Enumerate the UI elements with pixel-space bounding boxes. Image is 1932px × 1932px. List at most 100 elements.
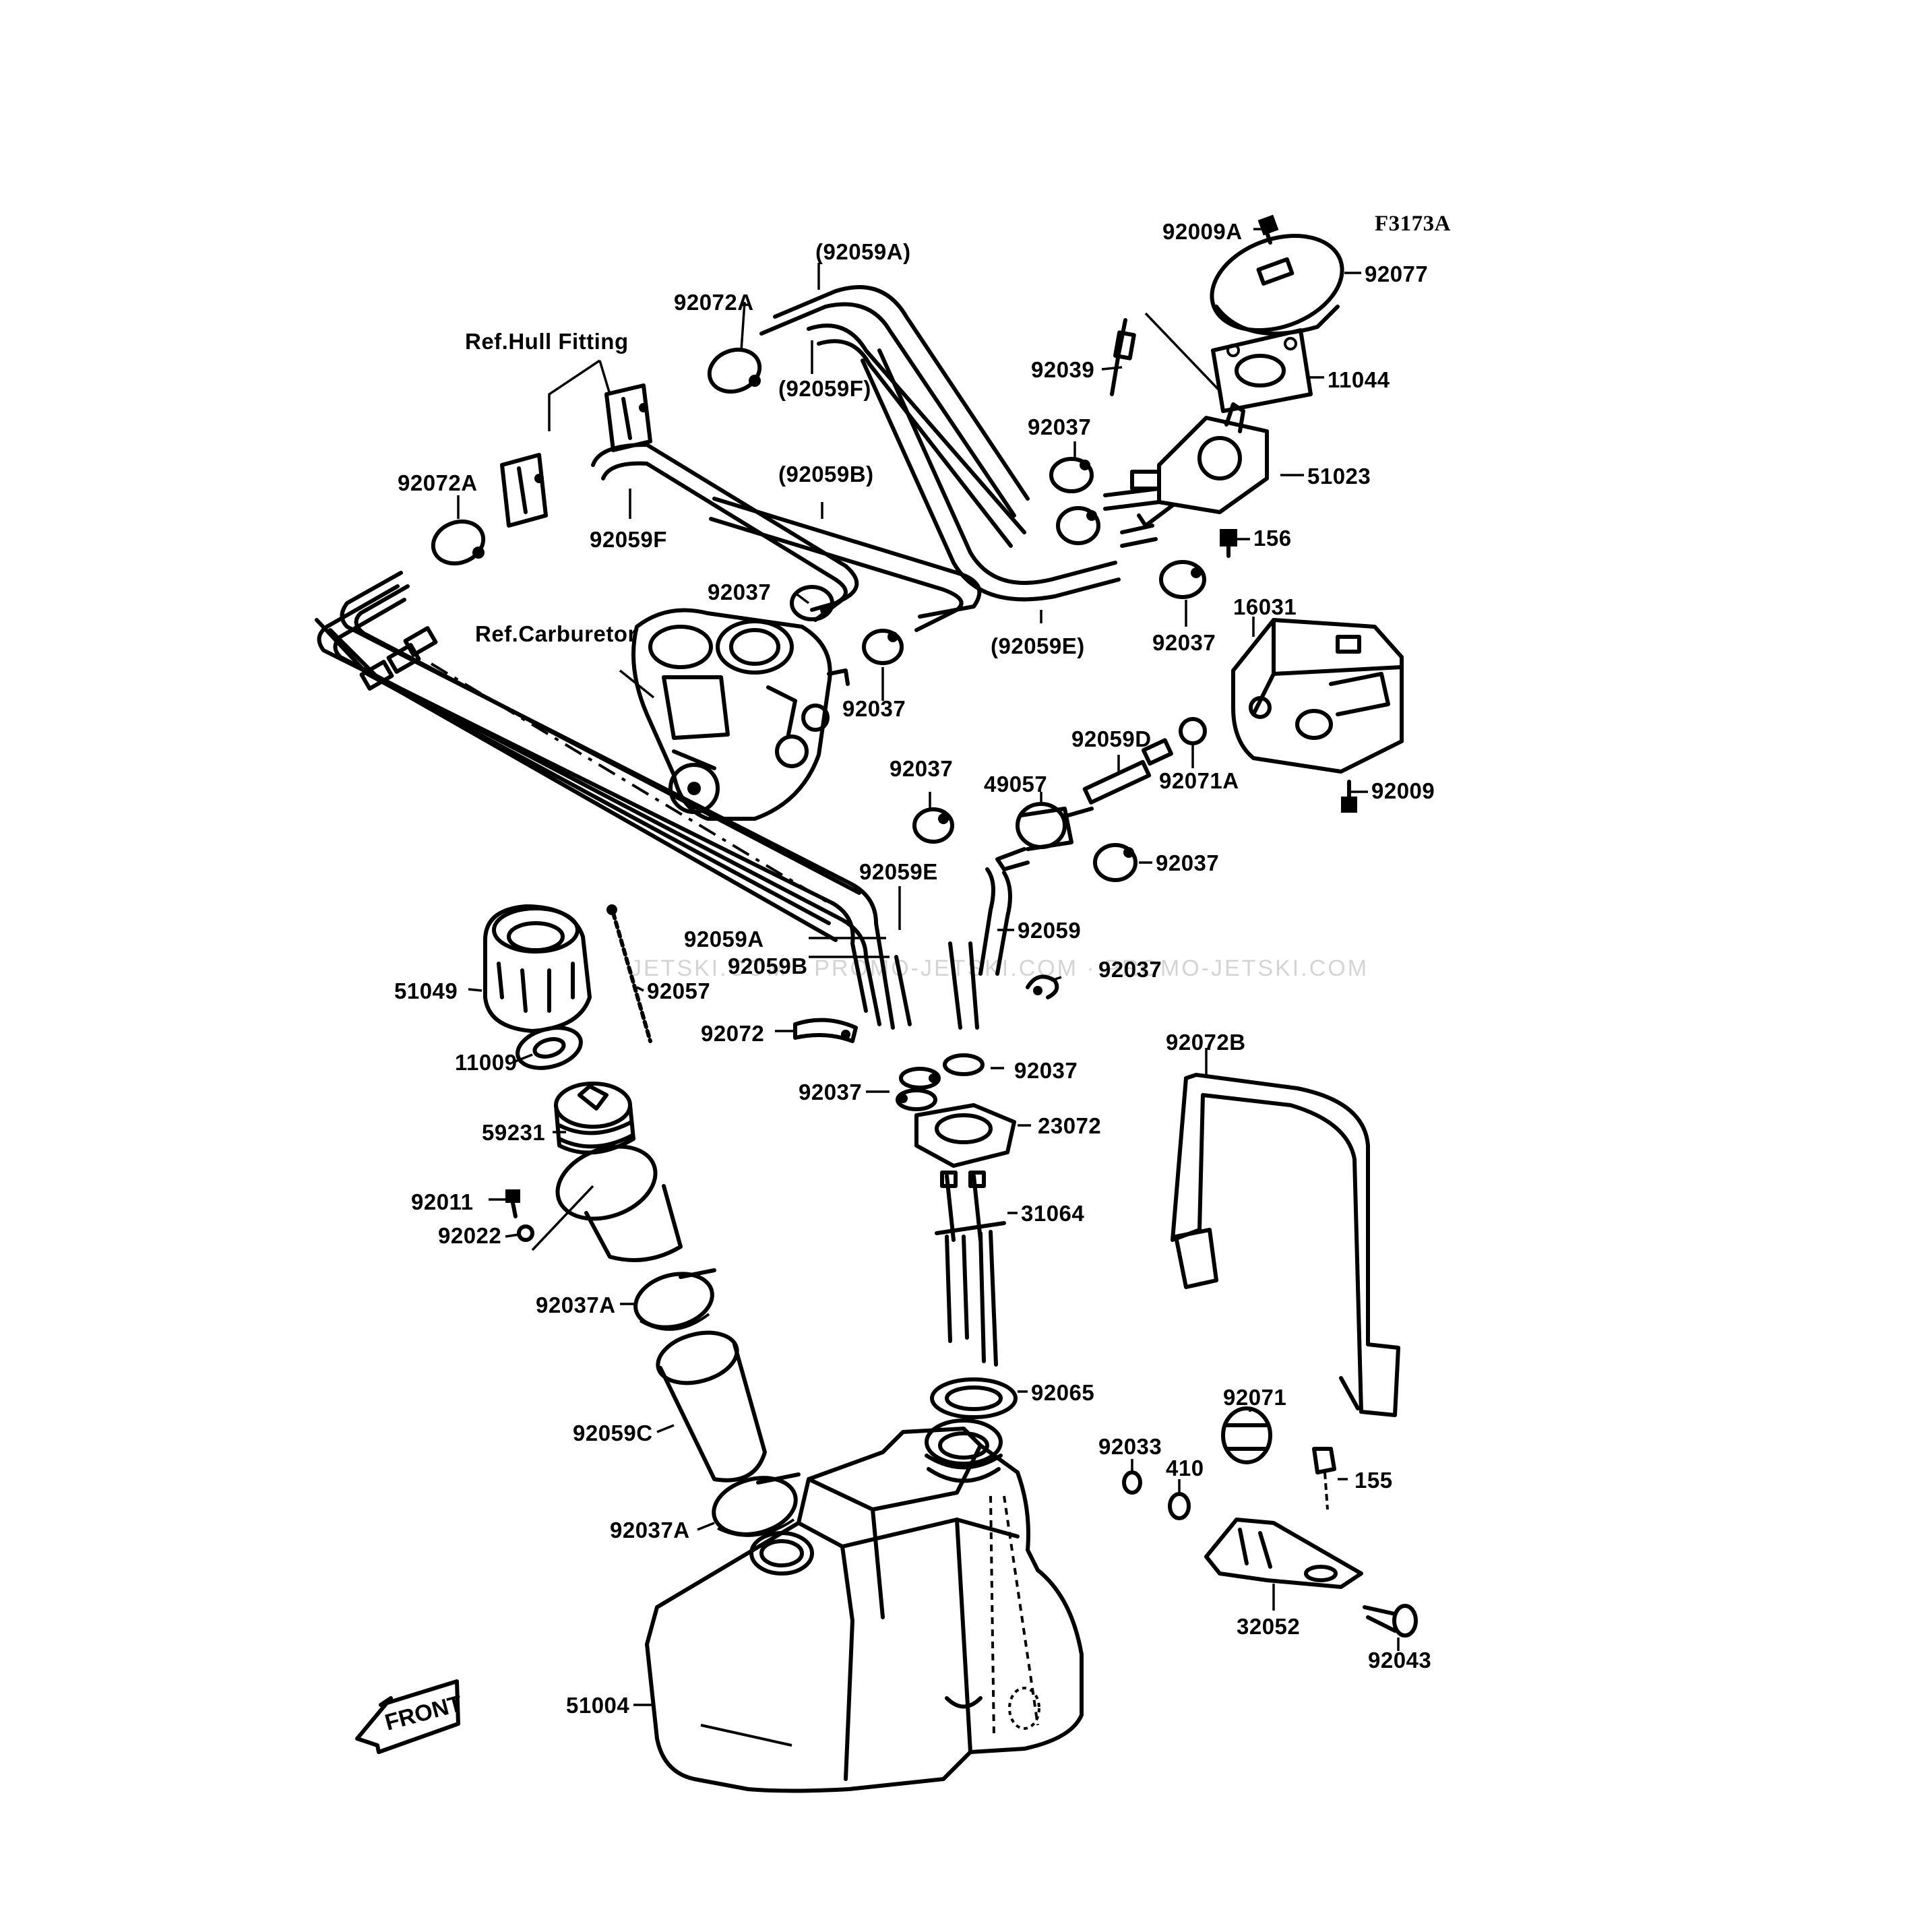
clamp-92072A-left	[431, 519, 486, 566]
clamp-92037-c	[1159, 560, 1206, 599]
label-92059B-paren: (92059B)	[778, 462, 874, 487]
clamp-92072	[793, 1018, 858, 1043]
filler-neck-59231	[554, 1082, 683, 1262]
pipe-92059D	[1082, 738, 1173, 805]
cover-16031	[1231, 618, 1404, 774]
clamp-92037-e	[862, 629, 904, 665]
label-92022: 92022	[438, 1223, 501, 1248]
clamp-92037A-upper	[633, 1268, 716, 1331]
label-51004: 51004	[566, 1693, 629, 1718]
bracket-32052	[1204, 1518, 1363, 1589]
label-11009: 11009	[455, 1050, 517, 1075]
label-92037-c: 92037	[708, 580, 771, 604]
label-92033: 92033	[1098, 1434, 1162, 1459]
label-92011: 92011	[411, 1189, 473, 1214]
hull-fitting-left	[500, 453, 548, 528]
label-32052: 32052	[1237, 1614, 1300, 1639]
label-92039: 92039	[1031, 357, 1094, 382]
label-49057: 49057	[984, 772, 1047, 797]
hose-route-dashed	[430, 662, 830, 904]
label-410: 410	[1166, 1456, 1204, 1481]
label-ref-carburetor: Ref.Carburetor	[475, 621, 637, 646]
hose-92059E-upper	[861, 348, 1121, 602]
label-92009A: 92009A	[1162, 219, 1243, 244]
cover-plate-11044	[1211, 328, 1313, 413]
label-92059: 92059	[1018, 918, 1081, 943]
label-92059A-paren: (92059A)	[815, 239, 911, 264]
fuel-cock-knob-92077	[1210, 233, 1344, 336]
label-92072A-top: 92072A	[674, 290, 754, 315]
pickup-31064	[935, 1171, 1006, 1367]
clamp-92037-d	[790, 585, 834, 621]
hose-bundle-left-long	[315, 571, 895, 1030]
nut-92033	[1122, 1470, 1142, 1495]
leader-92022-to-neck	[531, 1185, 594, 1251]
hose-92059A-upper	[759, 285, 1030, 518]
hose-92059B-upper	[709, 497, 982, 632]
leader-ref-carb	[619, 669, 655, 699]
label-51023: 51023	[1307, 464, 1371, 489]
diagram-code: F3173A	[1375, 212, 1451, 236]
label-23072: 23072	[1038, 1113, 1101, 1138]
label-92037A-lower: 92037A	[610, 1518, 690, 1543]
clamp-92037-k	[896, 1088, 937, 1111]
hose-92059C	[656, 1330, 767, 1483]
label-92059F: 92059F	[590, 527, 667, 552]
hull-fitting-right	[604, 383, 652, 452]
label-92043: 92043	[1368, 1648, 1431, 1673]
clamp-92037-a	[1049, 457, 1094, 493]
label-92037A-upper: 92037A	[536, 1292, 616, 1317]
nut-23072	[914, 1103, 1016, 1168]
hose-92059-drop-lines	[894, 941, 979, 1030]
cap-92071A	[1179, 717, 1207, 745]
label-92037-a: 92037	[1028, 414, 1091, 439]
filler-cap-51049	[483, 904, 592, 1033]
screw-156	[1220, 529, 1237, 558]
fuel-tank-51004	[645, 1419, 1084, 1793]
screw-92009	[1341, 780, 1357, 813]
label-ref-hull-fitting: Ref.Hull Fitting	[465, 329, 629, 354]
fittings-valve-ports	[1103, 487, 1161, 548]
label-92059E-paren: (92059E)	[991, 633, 1085, 658]
label-92009: 92009	[1371, 778, 1435, 803]
label-92037-b: 92037	[1152, 630, 1216, 655]
label-92037-h: 92037	[1014, 1058, 1078, 1083]
strap-92072B	[1171, 1073, 1400, 1417]
gasket-11009	[516, 1026, 583, 1070]
label-11044: 11044	[1328, 367, 1390, 392]
label-155: 155	[1354, 1468, 1393, 1493]
washer-410	[1168, 1492, 1191, 1520]
label-31064: 31064	[1021, 1201, 1084, 1226]
label-92065: 92065	[1031, 1380, 1094, 1405]
label-92077: 92077	[1365, 261, 1428, 286]
label-92072: 92072	[701, 1021, 764, 1046]
gasket-92065	[930, 1377, 1018, 1419]
label-92059C: 92059C	[573, 1421, 653, 1445]
label-92059A: 92059A	[684, 927, 764, 952]
label-92059F-paren: (92059F)	[778, 376, 871, 401]
part-labels: 92009A 92077 (92059A) 92072A Ref.Hull Fi…	[394, 219, 1435, 1718]
label-92059E: 92059E	[859, 859, 938, 884]
washer-92022	[517, 1224, 534, 1242]
clamp-92037-j	[943, 1053, 985, 1076]
label-59231: 59231	[482, 1120, 545, 1145]
label-92071A: 92071A	[1159, 768, 1239, 793]
label-92037-g: 92037	[1098, 957, 1162, 982]
grommet-92071	[1221, 1406, 1272, 1464]
clamp-92037-b	[1056, 506, 1100, 545]
carburetor-reference	[631, 608, 850, 821]
front-label: FRONT	[382, 1691, 465, 1736]
hose-92059F-left	[591, 443, 859, 622]
label-92059D: 92059D	[1071, 726, 1152, 751]
clamp-92072A-top	[707, 347, 762, 394]
label-92037-i: 92037	[799, 1080, 862, 1104]
clamp-92037-f	[912, 807, 954, 844]
hose-92059-vertical	[978, 867, 1012, 976]
hose-short-end-caps	[359, 626, 438, 691]
clamp-92037A-lower	[712, 1472, 801, 1537]
label-92072B: 92072B	[1166, 1030, 1246, 1055]
clamp-92037-g	[1093, 843, 1138, 882]
label-92037-f: 92037	[1156, 850, 1219, 875]
label-156: 156	[1253, 526, 1292, 551]
